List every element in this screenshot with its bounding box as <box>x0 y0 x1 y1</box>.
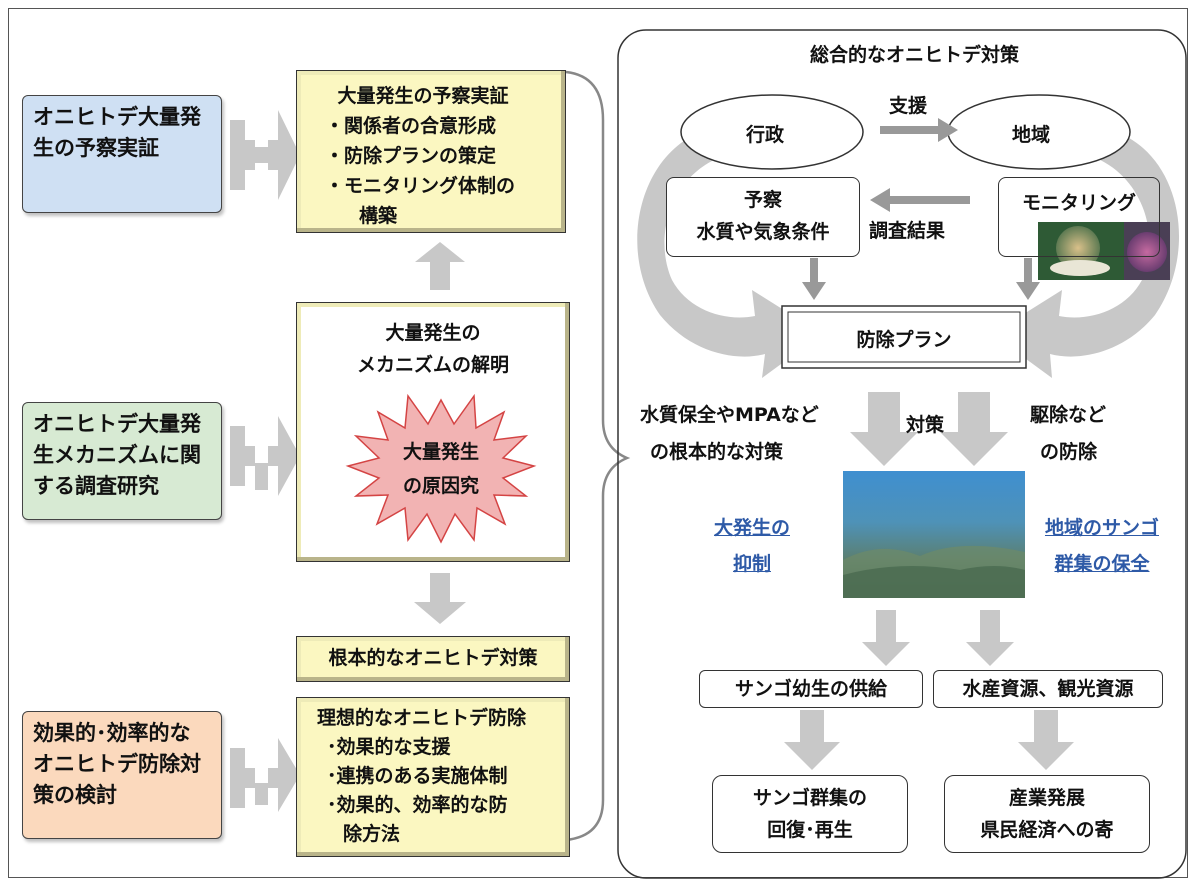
burst-text-1: 大量発生 <box>402 441 479 463</box>
monitoring-label: モニタリング <box>1021 192 1136 214</box>
recovery-line-2: 回復･再生 <box>767 819 853 841</box>
suppression-link-1[interactable]: 大発生の <box>713 517 790 539</box>
yosatsu-box: 予察 水質や気象条件 <box>666 177 860 257</box>
support-arrow <box>880 118 958 142</box>
left-arrow-2 <box>230 416 300 496</box>
right-panel-frame <box>617 29 1187 879</box>
forecast-item-1: ・関係者の合意形成 <box>325 115 497 137</box>
left-measure-2: の根本的な対策 <box>650 441 784 463</box>
survey-label: 調査結果 <box>869 220 946 242</box>
supply-box: サンゴ幼生の供給 <box>699 670 923 708</box>
left-box-mechanism-text: オニヒトデ大量発生メカニズムに関する調査研究 <box>33 412 201 498</box>
bracket <box>565 70 631 842</box>
left-box-mechanism: オニヒトデ大量発生メカニズムに関する調査研究 <box>22 402 222 520</box>
recovery-box: サンゴ群集の 回復･再生 <box>712 775 908 853</box>
resources-arrow <box>966 610 1014 666</box>
fundamental-box: 根本的なオニヒトデ対策 <box>296 636 570 682</box>
resources-box: 水産資源、観光資源 <box>933 670 1163 708</box>
curve-arrow-right <box>992 130 1180 378</box>
right-measure-1: 駆除など <box>1030 404 1107 426</box>
ideal-item-3: ･効果的、効率的な防 <box>327 794 508 816</box>
right-panel-title: 総合的なオニヒトデ対策 <box>810 44 1020 66</box>
mechanism-box <box>296 302 570 562</box>
burst-star <box>345 393 537 544</box>
left-box-control: 効果的･効率的なオニヒトデ防除対策の検討 <box>22 711 222 839</box>
forecast-box-title: 大量発生の予察実証 <box>337 85 509 107</box>
ideal-title: 理想的なオニヒトデ防除 <box>317 707 527 729</box>
left-box-forecast: オニヒトデ大量発生の予察実証 <box>22 95 222 213</box>
up-arrow-middle <box>415 242 465 290</box>
industry-line-2: 県民経済への寄 <box>980 819 1114 841</box>
starfish-photo-2 <box>1124 222 1170 280</box>
right-measure-2: の防除 <box>1040 441 1098 463</box>
taisaku-label: 対策 <box>906 414 945 436</box>
recovery-line-1: サンゴ群集の <box>752 787 867 809</box>
curve-arrow-left <box>637 130 822 378</box>
ideal-item-1: ･効果的な支援 <box>327 736 451 758</box>
chiiki-label: 地域 <box>1012 124 1051 146</box>
burst-text-2: の原因究 <box>402 475 479 497</box>
ideal-control-box: 理想的なオニヒトデ防除 ･効果的な支援 ･連携のある実施体制 ･効果的、効率的な… <box>296 697 570 857</box>
mechanism-title-1: 大量発生の <box>385 322 481 344</box>
forecast-item-2: ・防除プランの策定 <box>325 145 497 167</box>
left-box-forecast-text: オニヒトデ大量発生の予察実証 <box>33 105 201 160</box>
starfish-photo-1 <box>1038 222 1124 280</box>
supply-label: サンゴ幼生の供給 <box>734 678 887 700</box>
plan-label: 防除プラン <box>856 329 952 351</box>
yosatsu-line-1: 予察 <box>743 189 782 211</box>
left-box-control-text: 効果的･効率的なオニヒトデ防除対策の検討 <box>33 721 201 807</box>
left-arrow-3 <box>230 738 300 812</box>
fundamental-box-text: 根本的なオニヒトデ対策 <box>328 647 538 669</box>
measure-arrow-left <box>850 392 918 466</box>
left-arrow-1 <box>230 110 300 200</box>
supply-arrow <box>862 610 910 666</box>
measure-arrow-right <box>940 392 1008 466</box>
forecast-box: 大量発生の予察実証 ・関係者の合意形成 ・防除プランの策定 ・モニタリング体制の… <box>296 70 566 233</box>
support-label: 支援 <box>889 95 928 117</box>
monitoring-box: モニタリング <box>998 177 1160 257</box>
monitoring-down-arrow <box>1016 258 1040 300</box>
survey-arrow <box>870 188 970 212</box>
coral-reef-photo <box>843 471 1025 598</box>
resources-label: 水産資源、観光資源 <box>962 678 1134 700</box>
down-arrow-middle <box>414 573 466 624</box>
left-measure-1: 水質保全やMPAなど <box>640 404 819 426</box>
mechanism-title-2: メカニズムの解明 <box>356 354 509 376</box>
gyousei-ellipse <box>680 94 864 170</box>
yosatsu-line-2: 水質や気象条件 <box>696 221 830 243</box>
ideal-item-2: ･連携のある実施体制 <box>327 765 508 787</box>
conservation-link-1[interactable]: 地域のサンゴ <box>1044 517 1159 539</box>
plan-inner <box>787 311 1021 363</box>
yosatsu-down-arrow <box>802 258 826 300</box>
suppression-link-2[interactable]: 抑制 <box>732 553 771 575</box>
figure-frame <box>8 8 1188 878</box>
ideal-item-4: 除方法 <box>343 823 401 845</box>
industry-arrow <box>1018 710 1074 770</box>
industry-line-1: 産業発展 <box>1008 787 1085 809</box>
gyousei-label: 行政 <box>746 124 785 146</box>
recovery-arrow <box>784 710 840 770</box>
forecast-item-4: 構築 <box>359 205 398 227</box>
forecast-item-3: ・モニタリング体制の <box>325 175 516 197</box>
conservation-link-2[interactable]: 群集の保全 <box>1054 553 1150 575</box>
industry-box: 産業発展 県民経済への寄 <box>944 775 1150 853</box>
